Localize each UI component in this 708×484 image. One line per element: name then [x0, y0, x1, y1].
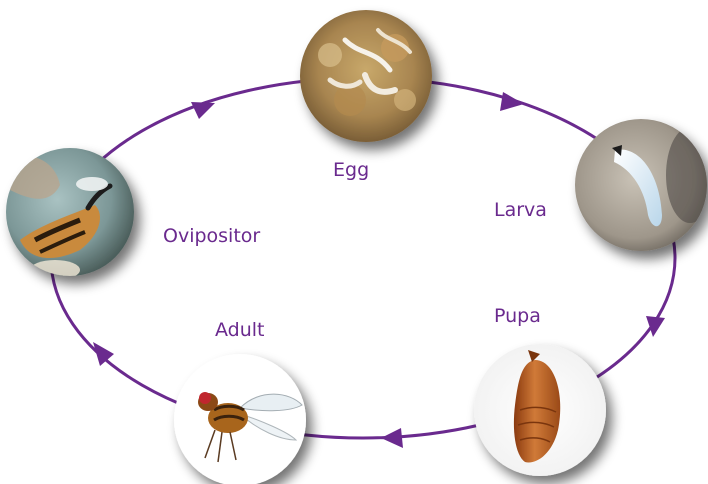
pupa-label: Pupa — [494, 305, 541, 327]
adult-label: Adult — [215, 319, 265, 341]
egg-photo — [300, 10, 432, 142]
ovipositor-stage: Ovipositor — [6, 148, 260, 280]
arrow-to-pupa-icon — [646, 316, 665, 337]
ovipositor-photo — [6, 148, 134, 280]
pupa-photo — [474, 344, 606, 476]
ovipositor-label: Ovipositor — [163, 225, 260, 247]
pupa-stage: Pupa — [474, 305, 606, 476]
adult-stage: Adult — [174, 319, 306, 484]
larva-label: Larva — [494, 199, 547, 221]
egg-label: Egg — [333, 159, 369, 181]
arrow-to-egg-icon — [191, 102, 215, 119]
larva-photo — [575, 119, 708, 251]
egg-stage: Egg — [300, 10, 432, 181]
larva-stage: Larva — [494, 119, 708, 251]
arrow-to-adult-icon — [381, 428, 403, 448]
adult-fly-photo — [174, 354, 306, 484]
